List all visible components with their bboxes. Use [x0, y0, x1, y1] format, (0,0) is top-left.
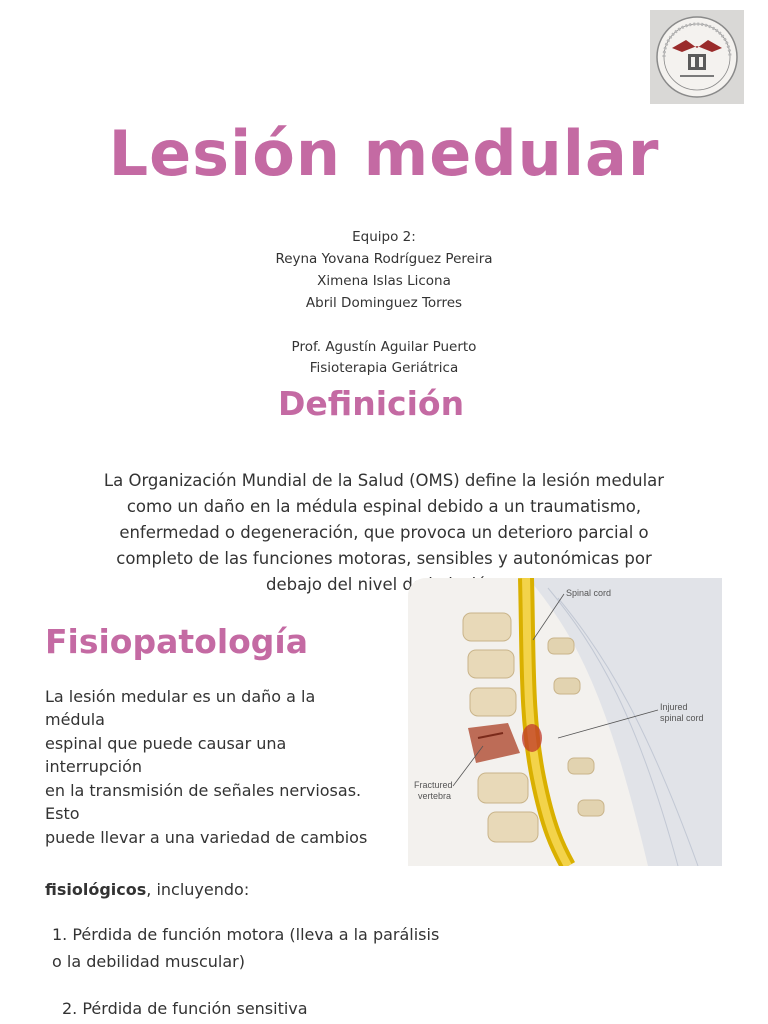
- team-member: Abril Dominguez Torres: [305, 295, 463, 311]
- list-item-line: 1. Pérdida de función motora (lleva a la…: [52, 925, 440, 944]
- team-member: Ximena Islas Licona: [317, 273, 451, 289]
- intro-rest: , incluyendo:: [146, 880, 250, 899]
- team-label: Equipo 2:: [352, 229, 416, 245]
- text-line: médula: [45, 709, 105, 729]
- text-line: La lesión medular es un daño a la: [45, 687, 316, 706]
- definition-line: La Organización Mundial de la Salud (OMS…: [103, 471, 665, 490]
- text-line: Esto: [45, 803, 80, 823]
- label-injured-cord: spinal cord: [660, 713, 704, 723]
- label-fractured: Fractured: [414, 780, 453, 790]
- list-item-line: o la debilidad muscular): [52, 952, 245, 971]
- text-line: interrupción: [45, 756, 143, 776]
- university-seal: [650, 10, 744, 104]
- physiopathology-text: La lesión medular es un daño a la médula…: [45, 686, 405, 850]
- definition-line: como un daño en la médula espinal debido…: [126, 497, 642, 516]
- definition-heading: Definición: [278, 384, 465, 423]
- text-line: espinal que puede causar una: [45, 734, 287, 753]
- team-member: Reyna Yovana Rodríguez Pereira: [275, 251, 493, 267]
- university-seal-icon: [656, 16, 738, 98]
- intro-bold: fisiológicos: [45, 880, 147, 899]
- spinal-injury-illustration: Spinal cord Injured spinal cord Fracture…: [408, 578, 722, 866]
- label-injured: Injured: [660, 702, 688, 712]
- professor-name: Prof. Agustín Aguilar Puerto: [291, 339, 477, 355]
- text-line: en la transmisión de señales nerviosas.: [45, 781, 362, 800]
- definition-line: enfermedad o degeneración, que provoca u…: [119, 523, 649, 542]
- spine-diagram: Spinal cord Injured spinal cord Fracture…: [408, 578, 722, 866]
- course-name: Fisioterapia Geriátrica: [309, 360, 459, 376]
- list-item: 1. Pérdida de función motora (lleva a la…: [52, 921, 439, 975]
- text-line: puede llevar a una variedad de cambios: [45, 828, 368, 847]
- list-item: 2. Pérdida de función sensitiva: [62, 999, 308, 1018]
- definition-line: completo de las funciones motoras, sensi…: [116, 549, 652, 568]
- physiopathology-intro: fisiológicos, incluyendo:: [45, 878, 249, 902]
- label-vertebra: vertebra: [418, 791, 451, 801]
- page-title: Lesión medular: [108, 117, 660, 190]
- physiopathology-heading: Fisiopatología: [45, 622, 309, 661]
- label-spinal-cord: Spinal cord: [566, 588, 611, 598]
